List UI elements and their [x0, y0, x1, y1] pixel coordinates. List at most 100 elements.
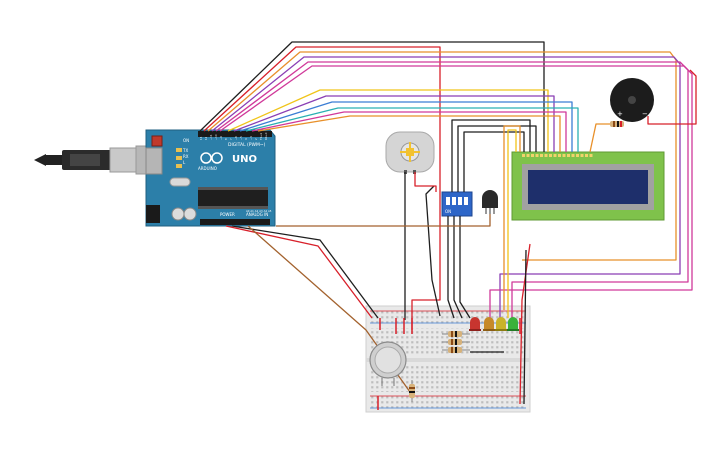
- lcd-pin[interactable]: [571, 154, 575, 157]
- dip-switch[interactable]: ON: [441, 191, 473, 217]
- lcd-pin[interactable]: [553, 154, 557, 157]
- wire-red-1: [203, 46, 441, 330]
- wire-orange-3: [503, 125, 521, 310]
- wire-magenta-2: [219, 65, 693, 320]
- digital-pin-label: 13: [199, 136, 203, 140]
- digital-pin-label: 2: [254, 138, 258, 140]
- lcd-pin[interactable]: [549, 154, 552, 157]
- label-rx: RX: [183, 154, 189, 159]
- digital-pin-label: 7: [229, 138, 233, 140]
- led-red[interactable]: [469, 317, 481, 331]
- power-analog-header[interactable]: [200, 219, 270, 225]
- piezo-buzzer[interactable]: + −: [610, 78, 654, 122]
- wire-teal-1: [245, 107, 579, 152]
- wire-black-5: [447, 216, 455, 319]
- wire-brown-temp: [276, 214, 491, 227]
- resistor-4: [409, 380, 415, 402]
- digital-pin-label: ~11: [209, 134, 213, 140]
- lcd-pin[interactable]: [540, 154, 543, 157]
- label-l: L: [183, 160, 186, 165]
- lcd-16x2[interactable]: [511, 151, 665, 221]
- lcd-pin[interactable]: [531, 154, 534, 157]
- digital-header-label: DIGITAL (PWM~): [228, 142, 266, 148]
- digital-pin-label: ~6: [234, 136, 238, 140]
- analog-pin-label: A4: [264, 209, 268, 213]
- analog-pin-label: A3: [259, 209, 263, 213]
- wire-black-3: [457, 125, 537, 192]
- analog-pin-label: A0: [246, 209, 250, 213]
- wire-orange-1: [207, 51, 677, 261]
- resistor-3: [442, 347, 470, 353]
- lcd-pin[interactable]: [526, 154, 530, 157]
- led-yellow[interactable]: [495, 317, 507, 331]
- digital-pin-label: ~9: [219, 136, 223, 140]
- arduino-uno[interactable]: UNO ARDUINO DIGITAL (PWM~) POWER ANALOG …: [145, 129, 276, 227]
- reset-button[interactable]: [151, 135, 163, 147]
- resistor-1: [442, 331, 470, 337]
- wire-yellow-1: [227, 89, 549, 152]
- wire-magenta-3: [251, 111, 567, 152]
- dip-switch-label: ON: [445, 209, 451, 214]
- wire-red-right: [519, 243, 531, 405]
- wire-purple-2: [233, 95, 555, 152]
- wire-orange-buzzer: [589, 123, 610, 153]
- lcd-pin[interactable]: [585, 154, 588, 157]
- wire-blue-1: [239, 101, 573, 152]
- wire-black-2: [451, 119, 531, 192]
- digital-pin-label: 4: [244, 138, 248, 140]
- wire-yellow-2: [507, 129, 517, 318]
- power-jack: [146, 205, 160, 223]
- digital-header[interactable]: [198, 131, 272, 137]
- lcd-pin[interactable]: [580, 154, 584, 157]
- board-name: UNO: [232, 154, 257, 165]
- wire-black-6: [453, 216, 463, 319]
- digital-pin-label: ~5: [239, 136, 243, 140]
- usb-cable[interactable]: [34, 145, 151, 175]
- dc-motor[interactable]: [385, 131, 435, 174]
- wire-red-motor: [414, 172, 437, 192]
- lcd-pin[interactable]: [535, 154, 539, 157]
- wire-black-1: [199, 41, 545, 152]
- arduino-logo-icon: [200, 152, 223, 164]
- led-orange[interactable]: [483, 317, 495, 331]
- resistors[interactable]: [409, 331, 504, 402]
- digital-pin-label: ~3: [249, 136, 253, 140]
- analog-pin-label: A1: [250, 209, 254, 213]
- lcd-screen: [528, 170, 648, 204]
- lcd-pin[interactable]: [562, 154, 566, 157]
- temperature-sensor[interactable]: [482, 190, 498, 214]
- wire-black-4: [463, 131, 525, 192]
- wire-black-7: [459, 216, 471, 319]
- digital-pin-label: RX←0: [264, 132, 268, 140]
- led-green[interactable]: [507, 317, 519, 331]
- wire-purple-1: [211, 56, 681, 320]
- gas-sensor[interactable]: [369, 341, 407, 386]
- analog-header-label: ANALOG IN: [246, 212, 268, 217]
- lcd-pins[interactable]: [522, 154, 593, 157]
- lcd-pin[interactable]: [576, 154, 579, 157]
- lcd-pin[interactable]: [544, 154, 548, 157]
- wire-black-gnd: [231, 225, 379, 319]
- analog-pin-label: A5: [268, 209, 272, 213]
- buzzer-plus: +: [617, 110, 623, 118]
- motor-shaft-icon: [400, 142, 420, 162]
- digital-pin-label: TX→1: [259, 132, 263, 140]
- lcd-pin[interactable]: [567, 154, 570, 157]
- resistor-2: [442, 339, 470, 345]
- digital-pin-label: 12: [204, 136, 208, 140]
- wire-red-buzzer: [647, 69, 697, 125]
- digital-pin-label: ~10: [214, 134, 218, 140]
- analog-pin-label: A2: [255, 209, 259, 213]
- board-brand: ARDUINO: [198, 166, 217, 171]
- lcd-pin[interactable]: [522, 154, 525, 157]
- wire-orange-2: [257, 115, 561, 152]
- label-tx: TX: [182, 148, 188, 153]
- lcd-pin[interactable]: [558, 154, 561, 157]
- lcd-pin[interactable]: [589, 154, 593, 157]
- digital-pin-label: 8: [224, 138, 228, 140]
- rail-jumpers: [377, 318, 521, 410]
- wire-black-right: [523, 249, 527, 405]
